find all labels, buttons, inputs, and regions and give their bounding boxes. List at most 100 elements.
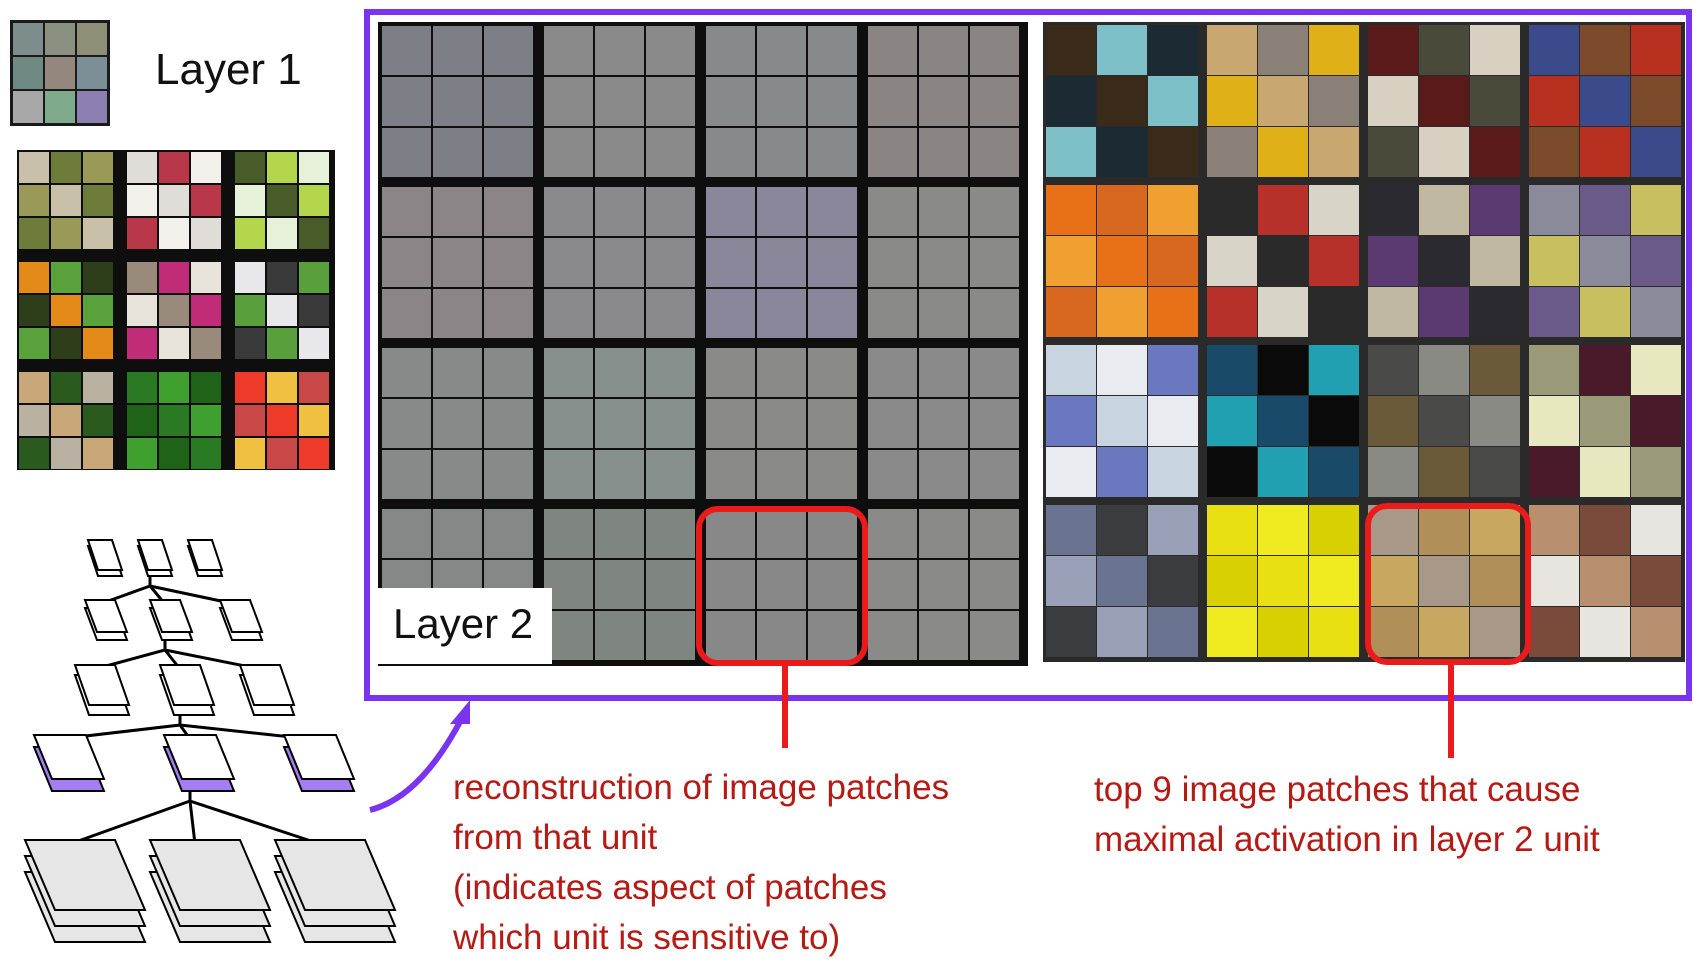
reconstruction-cell: [808, 187, 857, 236]
reconstruction-cell: [757, 238, 806, 287]
layer1-patch: [19, 328, 49, 359]
reconstruction-cell: [706, 348, 755, 397]
layer1-patch: [235, 438, 265, 469]
layer1-patch: [191, 328, 221, 359]
image-patch: [1046, 505, 1096, 555]
layer1-filter-tile: [13, 91, 43, 123]
image-patch: [1580, 396, 1630, 446]
reconstruction-cell: [382, 289, 431, 338]
layer1-patch: [83, 328, 113, 359]
reconstruction-cell: [706, 26, 755, 75]
highlight-reconstruction-box: [696, 506, 868, 666]
network-unit: [282, 734, 356, 780]
layer1-patch: [267, 218, 297, 249]
image-patch: [1309, 185, 1359, 235]
image-patch: [1529, 505, 1579, 555]
image-patch: [1470, 25, 1520, 75]
reconstruction-cell: [544, 128, 593, 177]
network-unit: [86, 539, 124, 571]
image-patch: [1419, 607, 1469, 657]
reconstruction-cell: [595, 560, 644, 609]
layer1-patch: [127, 372, 157, 403]
image-patch: [1258, 396, 1308, 446]
layer1-patch: [235, 405, 265, 436]
image-patch: [1470, 345, 1520, 395]
reconstruction-cell: [484, 450, 533, 499]
layer1-patch: [19, 295, 49, 326]
layer1-patch: [191, 405, 221, 436]
layer1-patch: [159, 218, 189, 249]
image-patch: [1097, 345, 1147, 395]
image-patch: [1258, 185, 1308, 235]
image-patch: [1309, 345, 1359, 395]
reconstruction-cell: [433, 26, 482, 75]
image-patch: [1631, 287, 1681, 337]
reconstruction-cell: [706, 399, 755, 448]
reconstruction-cell: [970, 77, 1019, 126]
reconstruction-cell: [544, 611, 593, 660]
reconstruction-cell: [646, 611, 695, 660]
reconstruction-cell: [868, 26, 917, 75]
image-patch: [1309, 556, 1359, 606]
layer1-patch: [51, 262, 81, 293]
reconstruction-cell: [646, 348, 695, 397]
reconstruction-cell: [868, 611, 917, 660]
image-patch: [1419, 76, 1469, 126]
reconstruction-cell: [706, 77, 755, 126]
layer1-patch: [83, 185, 113, 216]
reconstruction-cell: [484, 187, 533, 236]
layer1-patch: [299, 438, 329, 469]
reconstruction-cell: [808, 348, 857, 397]
reconstruction-cell: [646, 238, 695, 287]
layer1-patch: [83, 438, 113, 469]
image-patch: [1419, 345, 1469, 395]
image-patch: [1580, 556, 1630, 606]
reconstruction-cell: [484, 399, 533, 448]
layer1-patch: [267, 262, 297, 293]
image-patch: [1419, 396, 1469, 446]
network-edge: [69, 791, 192, 846]
layer1-patch: [267, 372, 297, 403]
image-patch: [1368, 25, 1418, 75]
reconstruction-cell: [757, 77, 806, 126]
reconstruction-cell: [808, 26, 857, 75]
image-patch: [1097, 396, 1147, 446]
layer2-label-bg: [376, 588, 552, 664]
layer1-filters-thumbnail: [10, 20, 110, 126]
image-patch: [1097, 236, 1147, 286]
image-patch: [1529, 345, 1579, 395]
network-unit: [158, 664, 216, 706]
reconstruction-cell: [868, 399, 917, 448]
reconstruction-cell: [595, 26, 644, 75]
reconstruction-cell: [868, 128, 917, 177]
reconstruction-cell: [706, 187, 755, 236]
reconstruction-cell: [868, 187, 917, 236]
reconstruction-cell: [544, 26, 593, 75]
layer1-patch: [235, 262, 265, 293]
image-patch: [1046, 396, 1096, 446]
reconstruction-cell: [757, 187, 806, 236]
layer1-patch: [159, 438, 189, 469]
reconstruction-cell: [433, 187, 482, 236]
reconstruction-cell: [484, 509, 533, 558]
layer1-patch: [83, 152, 113, 183]
image-patch: [1580, 505, 1630, 555]
reconstruction-cell: [595, 348, 644, 397]
image-patch: [1309, 607, 1359, 657]
image-patch: [1207, 505, 1257, 555]
image-patch: [1207, 345, 1257, 395]
pointer-line-left: [782, 666, 788, 748]
reconstruction-cell: [646, 128, 695, 177]
image-patch: [1309, 76, 1359, 126]
image-patch: [1580, 76, 1630, 126]
image-patch: [1046, 345, 1096, 395]
image-patch: [1309, 25, 1359, 75]
image-patch: [1419, 505, 1469, 555]
image-patch: [1631, 25, 1681, 75]
layer1-patch: [127, 295, 157, 326]
reconstruction-cell: [544, 560, 593, 609]
image-patch: [1207, 185, 1257, 235]
image-patch: [1148, 396, 1198, 446]
reconstruction-cell: [970, 509, 1019, 558]
reconstruction-cell: [544, 77, 593, 126]
